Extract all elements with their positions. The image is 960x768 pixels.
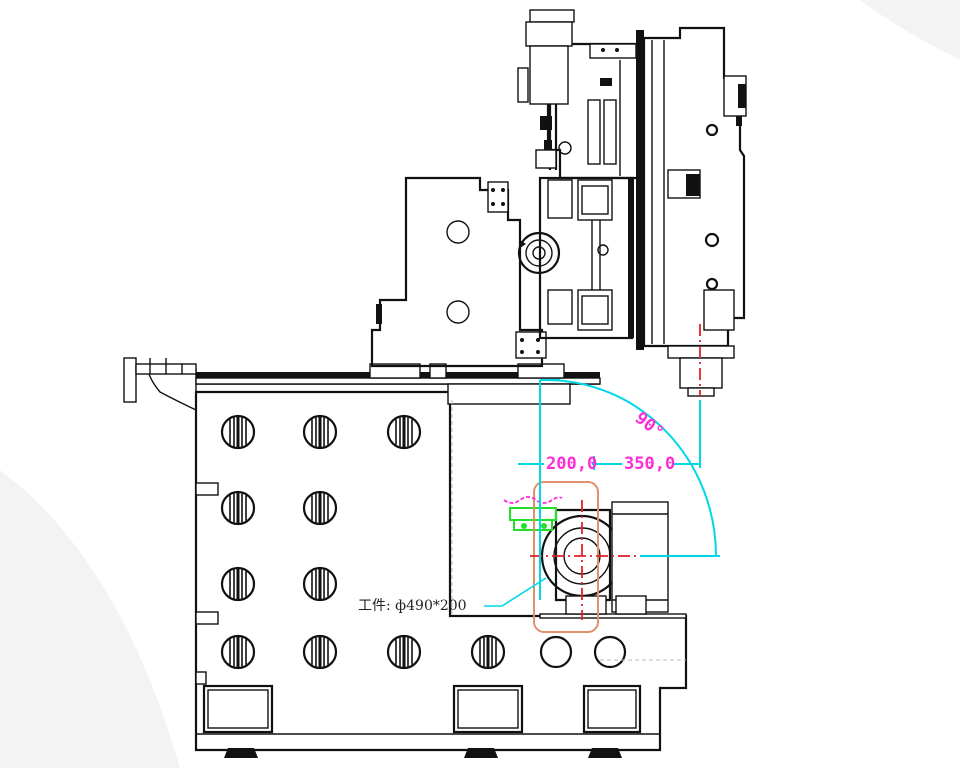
workpiece-outline	[533, 481, 599, 633]
machine-base	[194, 383, 688, 758]
column	[517, 42, 642, 340]
cylinder	[517, 9, 575, 170]
saddle	[370, 176, 547, 368]
casting-hole	[220, 566, 256, 602]
servo-disc	[517, 231, 561, 275]
left-end-support	[123, 357, 197, 412]
casting-hole	[302, 634, 338, 670]
casting-holes	[220, 414, 627, 670]
machine-feet	[224, 748, 622, 758]
spindle-head	[636, 26, 747, 397]
cutter-path	[503, 496, 563, 504]
casting-hole	[386, 634, 422, 670]
angle-label: 90°	[631, 408, 668, 443]
casting-hole	[302, 566, 338, 602]
background-shade-right	[860, 0, 960, 60]
dimension-350: 350,0	[624, 454, 675, 474]
casting-hole	[470, 634, 506, 670]
casting-hole	[220, 634, 256, 670]
casting-hole	[593, 635, 627, 669]
casting-hole	[386, 414, 422, 450]
casting-hole	[220, 490, 256, 526]
workpiece-leader	[484, 577, 547, 607]
casting-hole	[220, 414, 256, 450]
background-shade-left	[0, 470, 180, 768]
casting-hole	[539, 635, 573, 669]
workpiece-label: 工件: ф490*200	[358, 598, 467, 614]
dimension-200: 200,0	[546, 454, 597, 474]
casting-hole	[302, 414, 338, 450]
rotary-table	[539, 501, 687, 619]
casting-hole	[302, 490, 338, 526]
